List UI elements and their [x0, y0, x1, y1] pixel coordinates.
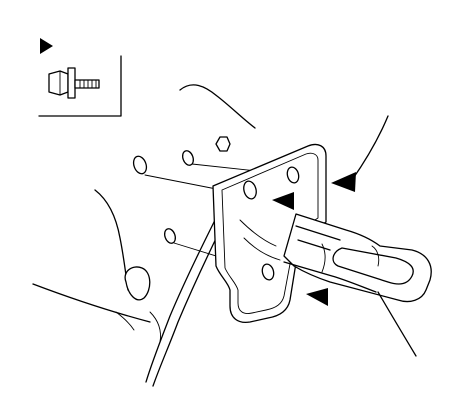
panel-hole-1: [132, 155, 148, 175]
panel-upper-contour: [179, 84, 256, 129]
leader-upper-right: [351, 115, 389, 181]
legend-box-frame: [38, 55, 122, 117]
fastener-markers: [272, 172, 356, 306]
panel-hole-3: [163, 228, 177, 244]
bracket-hole-3: [261, 263, 275, 281]
hook: [283, 213, 432, 303]
hook-neck-detail: [321, 243, 326, 273]
legend-marker-icon: [40, 38, 53, 54]
hex-nut-icon: [215, 136, 231, 152]
mounting-bracket: [212, 143, 327, 324]
panel-edge-detail-2: [115, 311, 135, 331]
bracket-rib-2: [243, 237, 281, 261]
bracket-hole-2: [286, 166, 300, 184]
bracket-rib-1: [239, 219, 277, 247]
bracket-hole-1: [243, 180, 257, 200]
panel-oval-opening: [124, 266, 151, 301]
panel-hole-2: [181, 150, 195, 166]
marker-triangle-3: [306, 288, 328, 306]
marker-triangle-1: [331, 172, 356, 192]
panel-bottom-contour: [32, 283, 151, 323]
hook-shaft-top: [295, 225, 341, 241]
legend: [38, 38, 122, 117]
panel-edge-outer: [145, 199, 226, 383]
panel-left-contour: [94, 189, 129, 291]
flange-bolt-icon: [48, 67, 100, 99]
panel-mounting-holes: [132, 150, 195, 244]
leader-lower-right: [377, 291, 417, 357]
hook-shaft-bottom: [283, 261, 377, 293]
hook-slot: [332, 247, 414, 285]
panel-edge-detail: [149, 311, 161, 343]
bracket-flange-rim: [221, 152, 319, 314]
hook-shaft-mid: [297, 239, 331, 251]
bracket-flange-plate: [212, 143, 327, 324]
marker-triangle-2: [272, 192, 294, 210]
hook-ring-detail: [371, 245, 380, 267]
